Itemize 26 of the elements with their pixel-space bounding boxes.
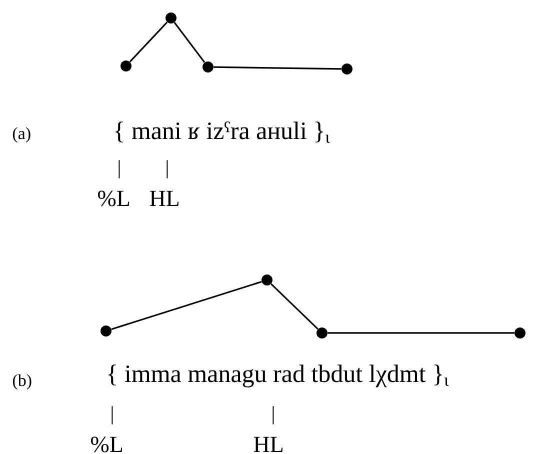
pitch-point (316, 327, 328, 338)
pitch-point (202, 62, 214, 72)
tone-label: HL (254, 436, 282, 452)
pitch-line (214, 66, 342, 70)
pitch-line (174, 22, 206, 63)
pitch-line (270, 283, 318, 330)
pitch-point (166, 12, 176, 24)
example-letter: (a) (12, 127, 30, 143)
pitch-point (514, 327, 526, 338)
association-line: | (118, 160, 120, 178)
example-letter: (b) (12, 374, 32, 390)
tone-label: HL (150, 190, 178, 206)
association-line: | (166, 160, 168, 178)
association-line: | (272, 406, 274, 424)
association-line: | (112, 406, 113, 424)
pitch-point (342, 64, 352, 74)
pitch-point (262, 274, 272, 286)
pitch-line (328, 332, 514, 334)
transcription: { imma managu rad tbdut lχdmt }$_{ι}$ (108, 364, 449, 388)
transcription: { mani ʁ izˁra aʜuli }$_{ι}$ (115, 122, 330, 143)
pitch-point (100, 325, 112, 336)
tone-label: %L (98, 190, 130, 206)
pitch-point (120, 60, 132, 72)
tone-label: %L (91, 436, 122, 452)
pitch-line (129, 22, 168, 62)
pitch-line (111, 280, 262, 330)
